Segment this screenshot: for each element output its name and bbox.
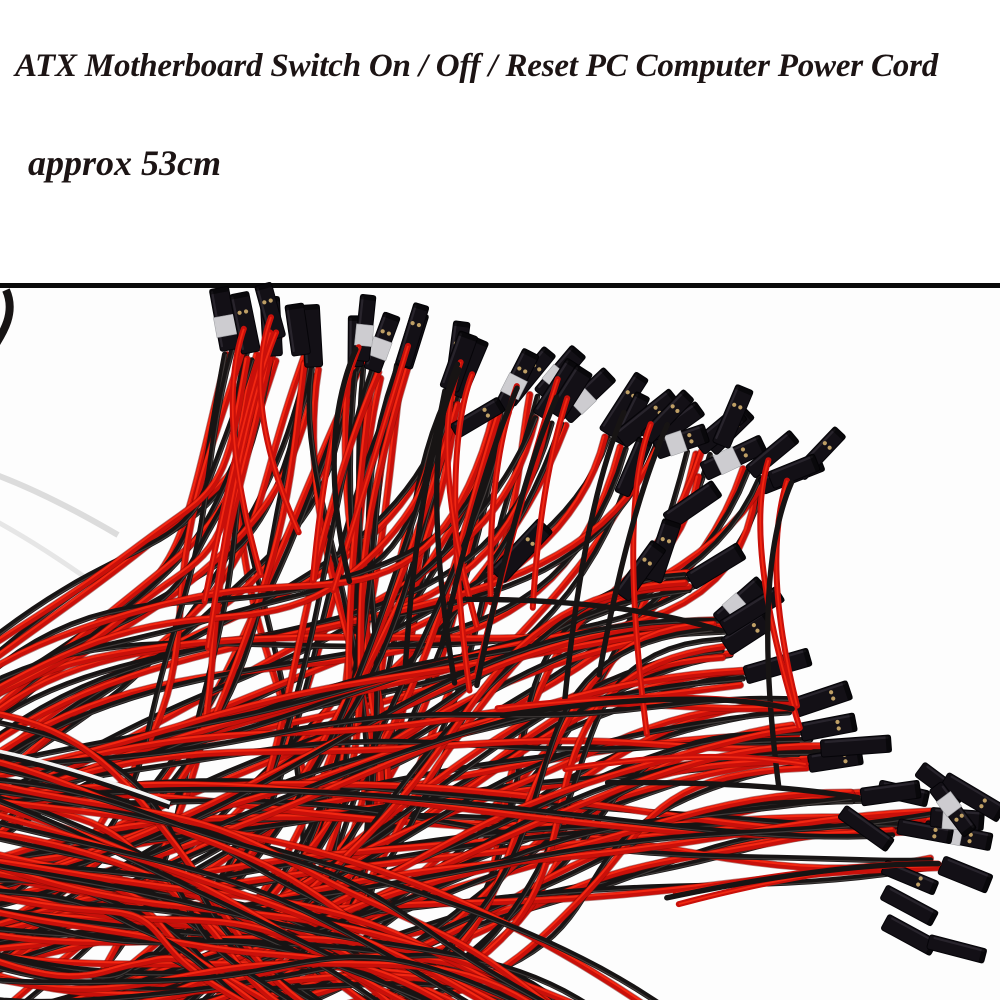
pin-connector [819,734,892,758]
pin-connector [229,291,261,355]
pin-connector [745,429,800,479]
pin-connector [926,934,987,964]
pin-connector [662,480,723,530]
pin-connector [640,389,695,444]
pin-connector [767,453,821,489]
pin-connector [799,712,858,742]
pin-connector [937,856,994,894]
pin-connector [792,680,853,717]
pin-connector [284,302,311,357]
pin-connector [837,805,895,852]
pin-connector [363,311,401,374]
pin-connector [881,860,939,896]
pin-connector [699,434,768,481]
pin-connector [450,396,506,439]
overlay-wires [201,314,942,908]
pin-connector [712,384,754,449]
pin-connector [653,423,710,459]
pin-connector [686,542,747,589]
pin-connector [859,780,922,807]
divider-line [0,283,1000,288]
pin-connector [929,781,977,838]
pin-connector [742,647,813,684]
product-title: ATX Motherboard Switch On / Off / Reset … [15,48,939,84]
pin-connector [880,885,939,927]
pin-connector [896,818,954,844]
pin-connector [939,772,1000,823]
product-length-note: approx 53cm [28,143,221,183]
